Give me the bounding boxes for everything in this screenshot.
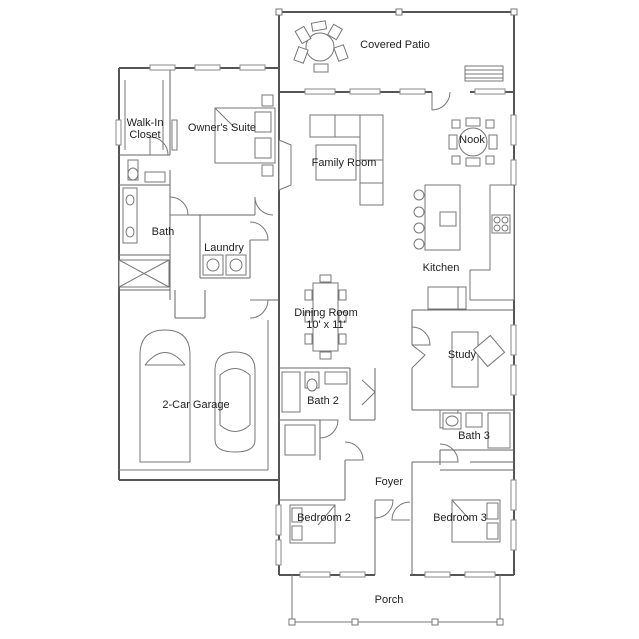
garage-door [119,320,269,471]
kitchen-counters [427,184,515,310]
kitchen-island [413,184,461,251]
label-owners-suite: Owner's Suite [188,122,256,134]
label-bedroom-2: Bedroom 2 [297,512,351,524]
windows [115,64,517,578]
laundry-appliances [202,254,247,276]
family-sofa [309,114,384,206]
label-nook: Nook [459,134,485,146]
label-covered-patio: Covered Patio [360,39,430,51]
label-kitchen: Kitchen [423,262,460,274]
interior-walls [119,68,514,575]
label-family-room: Family Room [312,157,377,169]
mechanical-box [118,259,170,288]
room-labels: Covered Patio Walk-In Closet Owner's Sui… [127,39,490,606]
dining-table [304,274,347,360]
label-walk-in-closet-2: Closet [129,129,160,141]
label-laundry: Laundry [204,242,244,254]
bath-fixtures [122,159,166,244]
label-bath-3: Bath 3 [458,430,490,442]
bedroom3-bed [451,499,501,543]
study-desk [451,331,506,388]
label-bath: Bath [152,226,175,238]
garage-car-1 [139,329,191,463]
garage-car-2 [214,351,256,453]
patio-bench [464,65,504,82]
label-dining-size: 10' x 11' [306,319,345,331]
closet-shelving [124,80,178,151]
label-walk-in-closet-1: Walk-In [127,117,164,129]
doors [149,91,459,521]
fireplace [278,139,292,191]
owners-bed [214,94,276,177]
bedroom2-bed [289,504,336,544]
label-foyer: Foyer [375,476,403,488]
label-garage: 2-Car Garage [162,399,229,411]
porch [288,575,504,626]
label-bedroom-3: Bedroom 3 [433,512,487,524]
label-bath-2: Bath 2 [307,395,339,407]
bath2-fixtures [281,371,348,456]
patio-posts [275,8,518,16]
label-porch: Porch [375,594,404,606]
label-dining-room: Dining Room [294,307,358,319]
patio-table [293,20,349,73]
bath3-fixtures [442,412,511,449]
nook-table [448,117,498,167]
label-study: Study [448,349,477,361]
